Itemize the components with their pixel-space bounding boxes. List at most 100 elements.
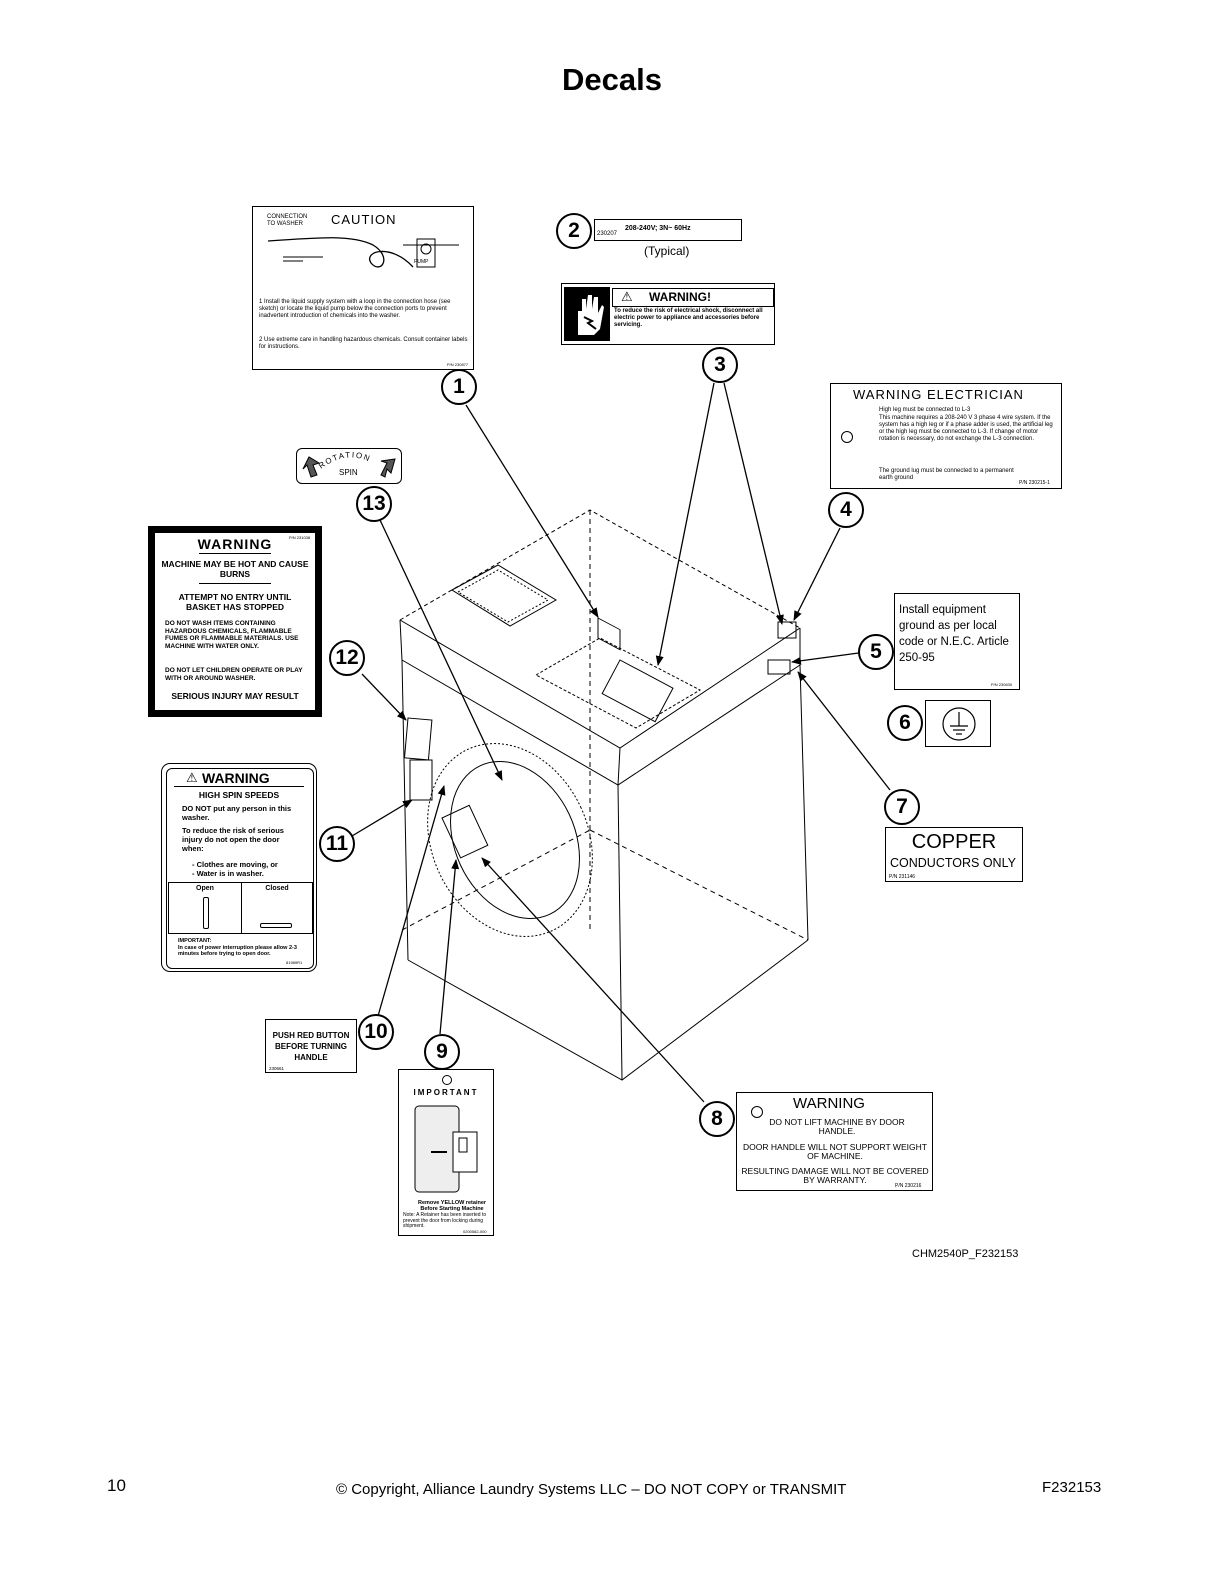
callout-12: 12 [329, 640, 365, 676]
open-indicator: Open [168, 882, 242, 934]
hot-line-2: ATTEMPT NO ENTRY UNTIL BASKET HAS STOPPE… [178, 592, 292, 612]
hose-loop-sketch [267, 237, 459, 268]
callout-5: 5 [858, 634, 894, 670]
hot-line-5: SERIOUS INJURY MAY RESULT [171, 691, 299, 701]
electrician-line-1: High leg must be connected to L-3 [879, 407, 971, 413]
ground-icon [942, 707, 976, 741]
closed-handle-icon [260, 923, 292, 928]
hot-line-4: DO NOT LET CHILDREN OPERATE OR PLAY WITH… [165, 667, 303, 682]
spin-bullet-2: - Water is in washer. [192, 869, 264, 878]
callout-9: 9 [424, 1034, 460, 1070]
hot-line-3: DO NOT WASH ITEMS CONTAINING HAZARDOUS C… [165, 620, 299, 650]
caution-item-2: 2 Use extreme care in handling hazardous… [259, 337, 468, 350]
spin-paragraph-1: DO NOT put any person in this washer. [182, 804, 292, 822]
typical-caption: (Typical) [644, 244, 690, 258]
decal-rating-plate: 230207 208-240V; 3N~ 60Hz [594, 219, 742, 241]
retainer-illustration [414, 1105, 478, 1193]
leader-lines [351, 382, 891, 1103]
door-warning-line-1: DO NOT LIFT MACHINE BY DOOR HANDLE. [769, 1117, 905, 1136]
decal-important-retainer: IMPORTANT Remove YELLOW retainer Before … [398, 1069, 494, 1236]
door-warning-heading: WARNING [793, 1095, 865, 1112]
part-number: 230661 [269, 1066, 285, 1071]
callout-3: 3 [702, 347, 738, 383]
callout-7: 7 [884, 789, 920, 825]
pump-label: PUMP [414, 259, 429, 265]
page-number: 10 [107, 1476, 126, 1495]
electrician-heading: WARNING ELECTRICIAN [853, 387, 1024, 402]
warning-triangle-icon: ⚠ [621, 289, 633, 304]
decal-push-red-button: PUSH RED BUTTON BEFORE TURNING HANDLE 23… [265, 1019, 357, 1073]
door-warning-line-2: DOOR HANDLE WILL NOT SUPPORT WEIGHT OF M… [743, 1142, 927, 1161]
decal-inner-panel: P/N 231038 WARNING MACHINE MAY BE HOT AN… [155, 533, 315, 710]
important-text: In case of power interruption please all… [178, 945, 297, 957]
important-title: IMPORTANT: [178, 938, 212, 944]
callout-10: 10 [358, 1014, 394, 1050]
callout-13: 13 [356, 486, 392, 522]
warning-heading: WARNING! [649, 290, 711, 304]
warning-header-box: ⚠ WARNING! [612, 288, 774, 307]
spin-bullet-1: - Clothes are moving, or [192, 860, 278, 869]
caution-item-1: 1 Install the liquid supply system with … [259, 299, 451, 319]
warning-text: To reduce the risk of electrical shock, … [614, 308, 763, 328]
important-heading: IMPORTANT [413, 1088, 479, 1097]
part-number: 230207 [597, 231, 618, 237]
open-label: Open [196, 885, 214, 892]
document-code: F232153 [1042, 1479, 1102, 1496]
rotation-arrows: ROTATION [302, 450, 396, 478]
part-number: 81989R1 [286, 960, 303, 965]
page-title: Decals [562, 62, 662, 97]
callout-8: 8 [699, 1101, 735, 1137]
copper-line-2: CONDUCTORS ONLY [890, 856, 1016, 870]
part-number: P/N 231038 [289, 535, 311, 540]
decal-ground-symbol [925, 700, 991, 747]
connection-label: CONNECTION TO WASHER [267, 214, 308, 227]
part-number: P/N 230215-1 [1019, 480, 1050, 486]
callout-6: 6 [887, 705, 923, 741]
closed-label: Closed [265, 885, 289, 892]
washer-outline [399, 509, 809, 1081]
electrician-line-2: This machine requires a 208-240 V 3 phas… [879, 415, 1053, 442]
spin-label: SPIN [339, 468, 358, 477]
closed-indicator: Closed [241, 882, 313, 934]
part-number: P/N 230877 [447, 362, 469, 367]
copyright-notice: © Copyright, Alliance Laundry Systems LL… [336, 1481, 847, 1498]
hot-warning-heading: WARNING [197, 536, 273, 552]
ground-text: Install equipment ground as per local co… [899, 604, 1009, 664]
warning-triangle-icon: ⚠ [186, 770, 198, 785]
push-button-text: PUSH RED BUTTON BEFORE TURNING HANDLE [272, 1031, 350, 1062]
callout-4: 4 [828, 492, 864, 528]
open-handle-icon [203, 897, 209, 929]
part-number: P/N 230216 [895, 1183, 922, 1189]
spin-paragraph-2: To reduce the risk of serious injury do … [182, 826, 284, 853]
retainer-caption: Remove YELLOW retainer Before Starting M… [417, 1200, 487, 1212]
decal-warning-electrician: WARNING ELECTRICIAN High leg must be con… [830, 383, 1062, 489]
figure-id: CHM2540P_F232153 [912, 1248, 1019, 1260]
callout-11: 11 [319, 826, 355, 862]
decal-copper-conductors: COPPER CONDUCTORS ONLY P/N 231146 [885, 827, 1023, 882]
decal-hot-machine-warning: P/N 231038 WARNING MACHINE MAY BE HOT AN… [148, 526, 322, 717]
part-number: P/N 231146 [889, 874, 916, 880]
electrician-line-3: The ground lug must be connected to a pe… [879, 468, 1014, 481]
decal-electrical-shock-warning: ⚠ WARNING! To reduce the risk of electri… [561, 283, 775, 345]
decal-high-spin-speeds: ⚠ WARNING HIGH SPIN SPEEDS DO NOT put an… [161, 763, 317, 972]
mounting-hole-icon [841, 431, 853, 443]
mounting-hole-icon [442, 1075, 452, 1085]
spin-warning-heading: WARNING [202, 770, 270, 786]
part-number: 0200582-000 [463, 1229, 487, 1234]
hand-shock-icon [564, 287, 610, 341]
rating-text: 208-240V; 3N~ 60Hz [625, 225, 691, 232]
copper-line-1: COPPER [911, 831, 997, 853]
decal-equipment-ground: Install equipment ground as per local co… [894, 593, 1020, 690]
spin-subheading: HIGH SPIN SPEEDS [198, 790, 280, 800]
door-warning-line-3: RESULTING DAMAGE WILL NOT BE COVERED BY … [741, 1166, 929, 1185]
part-number: P/N 230630 [991, 682, 1013, 687]
decal-rotation-spin: ROTATION SPIN [296, 448, 402, 484]
hot-line-1: MACHINE MAY BE HOT AND CAUSE BURNS [161, 559, 309, 579]
callout-1: 1 [441, 369, 477, 405]
mounting-hole-icon [751, 1106, 763, 1118]
decal-door-handle-warning: WARNING DO NOT LIFT MACHINE BY DOOR HAND… [736, 1092, 933, 1191]
caution-heading: CAUTION [331, 212, 397, 227]
callout-2: 2 [556, 213, 592, 249]
retainer-note: Note: A Retainer has been inserted to pr… [403, 1212, 487, 1229]
